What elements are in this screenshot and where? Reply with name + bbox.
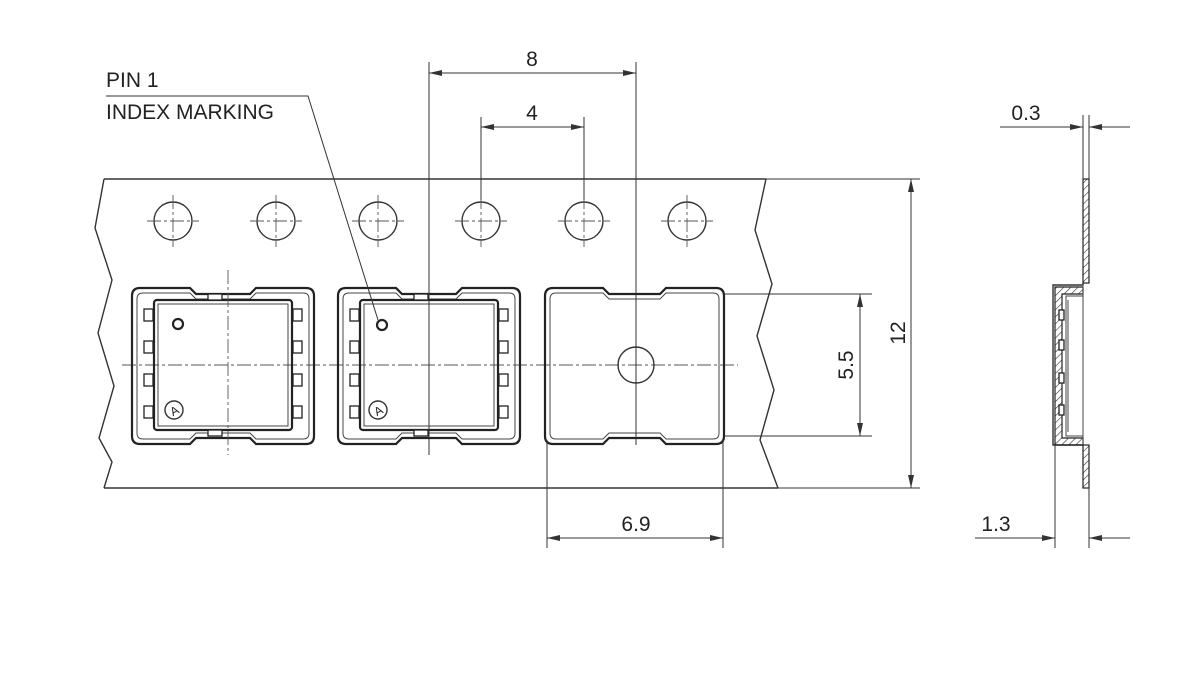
dimension-thickness-0-3: 0.3 [1000,102,1130,179]
marker-circle-icon [368,400,388,420]
component-1: A [143,293,303,437]
sprocket-hole [661,195,713,247]
pin1-callout: PIN 1 INDEX MARKING [106,69,379,321]
dimension-label: 8 [526,48,538,71]
dimension-pocket-6-9: 6.9 [546,440,724,548]
sprocket-hole [250,195,302,247]
dimension-label: 0.3 [1011,102,1040,125]
sprocket-hole [352,195,404,247]
dimension-depth-1-3: 1.3 [975,445,1130,548]
side-view [1052,178,1090,489]
sprocket-holes [147,195,713,247]
carrier-tape [94,178,779,489]
marker-circle-icon [164,400,184,420]
dimension-label: 5.5 [835,350,858,379]
pin1-label-line2: INDEX MARKING [106,101,274,124]
dimension-label: 12 [887,321,910,344]
pin1-dot-icon [171,317,185,331]
dimension-pocket-5-5: 5.5 [724,293,872,437]
dimension-pitch-4: 4 [480,102,585,200]
dimension-pitch-8: 8 [428,48,637,455]
sprocket-hole [455,195,507,247]
sprocket-hole [558,195,610,247]
dimension-label: 1.3 [981,513,1010,536]
sprocket-hole [147,195,199,247]
dimension-label: 4 [526,102,538,125]
pin1-label-line1: PIN 1 [106,69,159,92]
pin1-dot-icon [375,318,389,332]
dimension-width-12: 12 [766,178,920,489]
pocket-1: A [130,270,316,455]
dimension-label: 6.9 [621,513,650,536]
pocket-3-empty [543,286,726,446]
